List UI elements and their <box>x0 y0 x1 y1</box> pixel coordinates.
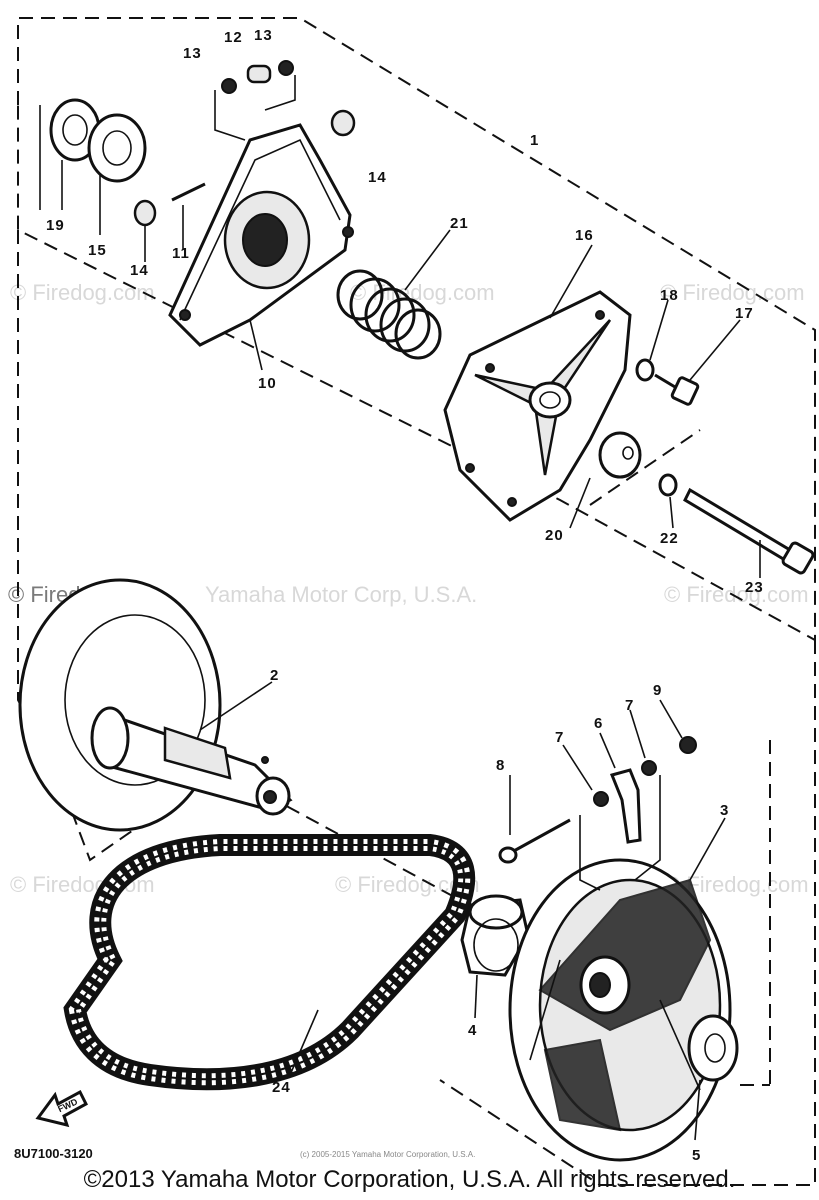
assembly-1-outline <box>17 17 816 642</box>
watermark-firedog: © Firedog.com <box>664 582 809 607</box>
label-14: 14 <box>130 262 149 279</box>
label-16: 16 <box>575 227 594 244</box>
label-7: 7 <box>625 697 634 714</box>
part-3-movable-sheave <box>508 858 732 1162</box>
label-12: 12 <box>224 29 243 46</box>
part-13-bushing <box>278 60 294 76</box>
label-1: 1 <box>530 132 539 149</box>
watermark-firedog: © Firedog.com <box>660 280 805 305</box>
label-10: 10 <box>258 375 277 392</box>
copyright-notice: ©2013 Yamaha Motor Corporation, U.S.A. A… <box>83 1166 736 1193</box>
label-15: 15 <box>88 242 107 259</box>
part-11-pin <box>171 182 206 202</box>
label-23: 23 <box>745 579 764 596</box>
label-6: 6 <box>594 715 603 732</box>
label-9: 9 <box>653 682 662 699</box>
fwd-arrow-icon: FWD <box>35 1089 88 1128</box>
label-24: 24 <box>272 1079 291 1096</box>
part-14-cap <box>330 109 356 137</box>
small-copyright: (c) 2005-2015 Yamaha Motor Corporation, … <box>300 1150 476 1159</box>
watermark-yamaha: Yamaha Motor Corp, U.S.A. <box>205 582 477 607</box>
part-6-weight <box>609 768 642 844</box>
part-5-washer <box>687 1014 739 1082</box>
watermark-firedog: © Firedog.com <box>350 280 495 305</box>
label-13: 13 <box>183 45 202 62</box>
label-4: 4 <box>468 1022 477 1039</box>
part-20-washer <box>598 431 642 479</box>
label-8: 8 <box>496 757 505 774</box>
label-22: 22 <box>660 530 679 547</box>
label-5: 5 <box>692 1147 701 1164</box>
label-13: 13 <box>254 27 273 44</box>
label-3: 3 <box>720 802 729 819</box>
part-17-bolt <box>654 373 700 406</box>
part-24-belt <box>63 834 476 1091</box>
leader-dash <box>589 429 701 506</box>
part-13-bushing <box>221 78 237 94</box>
part-2-fixed-sheave <box>18 578 293 832</box>
part-number-labels: 13 12 13 1 14 19 15 11 14 21 16 18 17 10… <box>46 27 764 1164</box>
part-8-bolt <box>498 818 571 864</box>
label-7: 7 <box>555 729 564 746</box>
watermark-firedog: © Firedog.com <box>10 280 155 305</box>
label-2: 2 <box>270 667 279 684</box>
part-14-cap <box>133 199 157 227</box>
part-4-bushing <box>460 894 530 977</box>
diagram-code: 8U7100-3120 <box>14 1146 93 1161</box>
label-17: 17 <box>735 305 754 322</box>
label-20: 20 <box>545 527 564 544</box>
label-21: 21 <box>450 215 469 232</box>
part-7-bushing <box>641 760 657 776</box>
label-18: 18 <box>660 287 679 304</box>
part-21-spring <box>336 269 442 360</box>
part-12-roller <box>246 64 272 84</box>
part-16-cover <box>443 290 632 522</box>
assembly-3-outline <box>439 640 816 1186</box>
label-11: 11 <box>172 245 190 262</box>
label-14: 14 <box>368 169 387 186</box>
label-19: 19 <box>46 217 65 234</box>
part-15-washer <box>87 113 147 183</box>
part-10-spider <box>168 123 354 347</box>
part-23-bolt <box>683 487 815 575</box>
part-22-washer <box>658 473 678 497</box>
part-9-nut <box>679 736 697 754</box>
part-7-bushing <box>593 791 609 807</box>
part-18-washer <box>635 358 655 382</box>
